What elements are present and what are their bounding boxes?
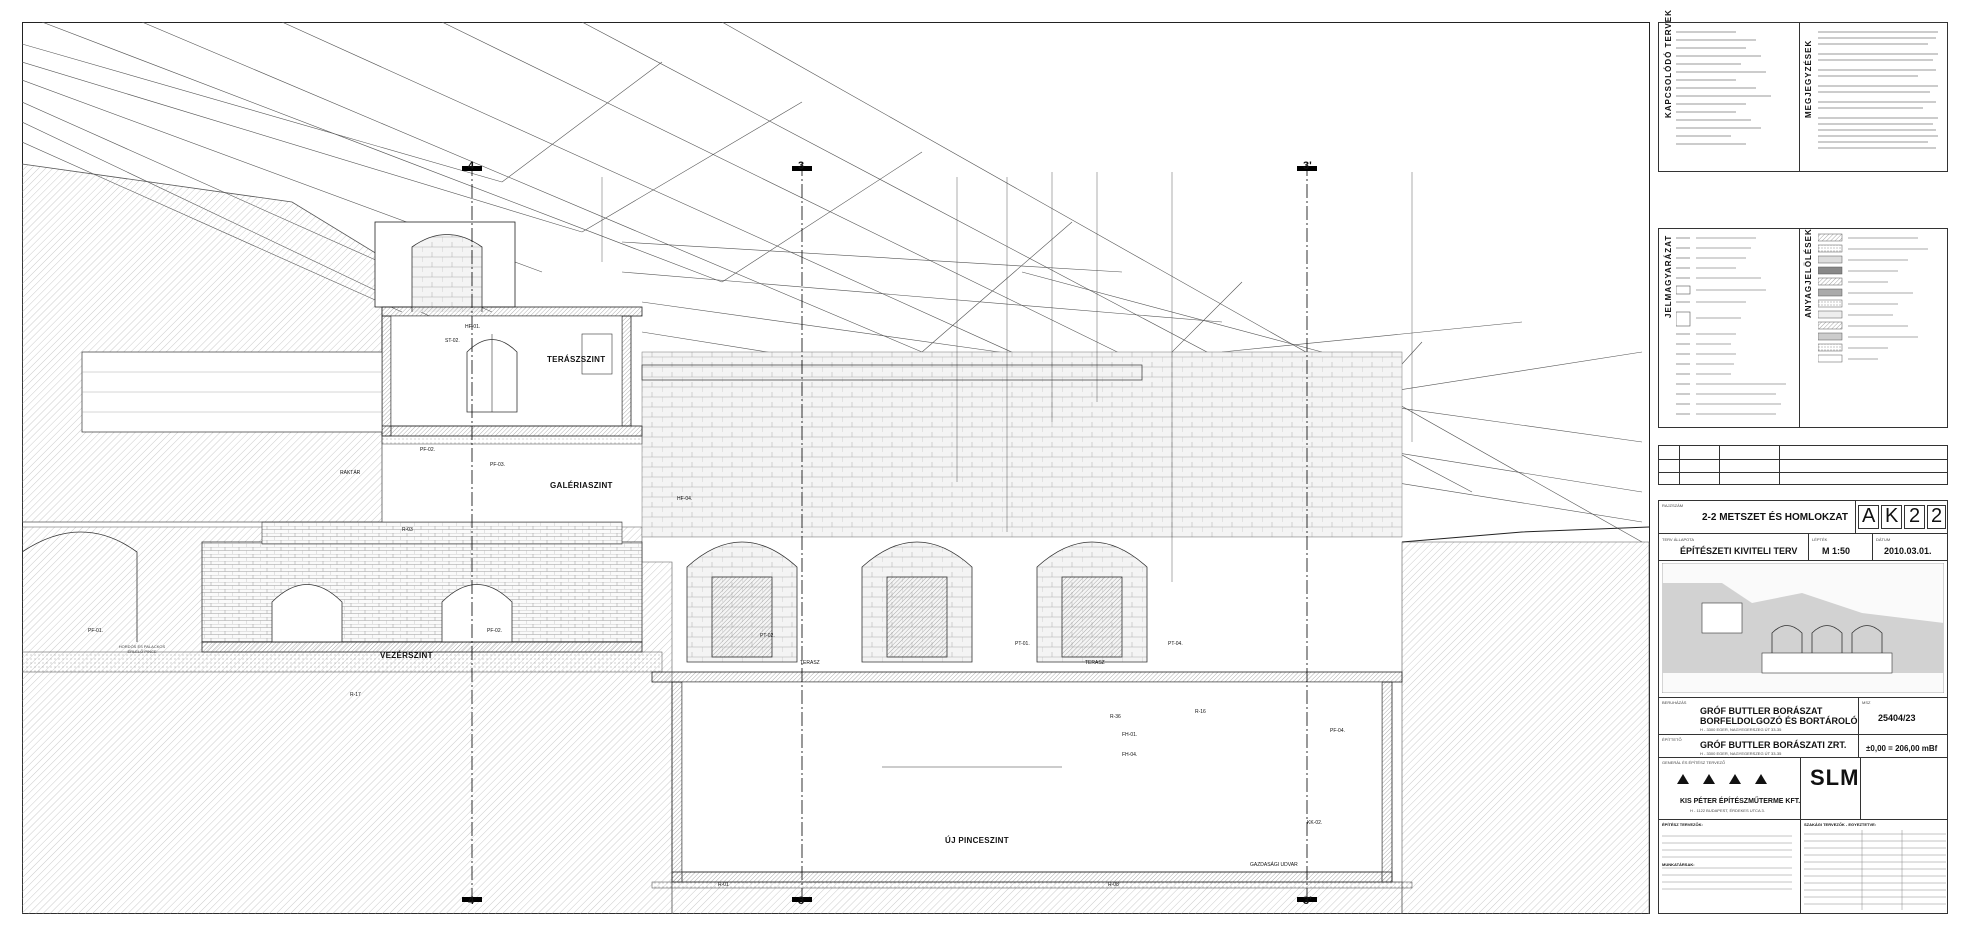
tag-pf04: PF-04. — [1330, 728, 1346, 734]
tag-r36: R-36 — [1110, 714, 1121, 720]
client-address: H - 3300 EGER, NAGYEGERSZEG ÚT 33-35 — [1700, 751, 1782, 756]
code-cell-4 — [1927, 505, 1946, 529]
tag-r03: R-03 — [402, 527, 413, 533]
ground-line-right — [1401, 526, 1650, 543]
earth-left — [22, 163, 383, 523]
cellar-note: HORDÓS ÉS PALACKOS ÉRLELŐ PINCE — [118, 644, 166, 654]
logo-slm: SLM — [1810, 765, 1860, 790]
tag-pf02a: PF-02. — [420, 447, 436, 453]
tag-r01: R-01 — [718, 882, 729, 888]
legend-symbols — [1676, 237, 1786, 415]
client-label: ÉPÍTTETŐ — [1662, 737, 1682, 742]
title-block — [1658, 500, 1948, 914]
tag-r16: R-16 — [1195, 709, 1206, 715]
level-new-cellar-label: ÚJ PINCESZINT — [945, 836, 1009, 845]
notes-title: MEGJEGYZÉSEK — [1804, 39, 1813, 118]
new-cellar — [651, 671, 1413, 889]
client-name: GRÓF BUTTLER BORÁSZATI ZRT. — [1700, 740, 1847, 750]
tag-pt01: PT-01. — [1015, 641, 1030, 647]
level-gallery-label: GALÉRIASZINT — [550, 481, 613, 490]
drawing-label: RAJZSZÁM — [1662, 503, 1684, 508]
code-cell-2 — [1881, 505, 1902, 529]
upper-building — [374, 221, 643, 445]
level-terrace-label: TERÁSZSZINT — [547, 355, 606, 364]
tag-hf04: HF-04. — [677, 496, 693, 502]
project-number: 25404/23 — [1878, 713, 1916, 723]
project-name-1: GRÓF BUTTLER BORÁSZAT — [1700, 706, 1823, 716]
revision-table — [1658, 445, 1948, 485]
facade-band — [641, 364, 1143, 381]
date-label: DÁTUM — [1876, 537, 1891, 542]
project-address: H - 3300 EGER, NAGYEGERSZEG ÚT 33-35 — [1700, 727, 1782, 732]
tag-st02: ST-02. — [445, 338, 460, 344]
storage-label: RAKTÁR — [340, 470, 361, 476]
axis-3-top: 3 — [798, 160, 805, 172]
code-cell-1 — [1858, 505, 1879, 529]
section-drawing — [22, 22, 1650, 914]
project-name-2: BORFELDOLGOZÓ ÉS BORTÁROLÓ — [1700, 716, 1858, 726]
drawing-title: 2-2 METSZET ÉS HOMLOKZAT — [1702, 512, 1848, 523]
arched-windows — [686, 541, 1148, 663]
tag-pf03: PF-03. — [490, 462, 506, 468]
tag-pf01: PF-01. — [88, 628, 104, 634]
materials-title: ANYAGJELÖLÉSEK — [1804, 228, 1813, 318]
staff-label: MUNKATÁRSAK: — [1662, 862, 1695, 867]
designer-label: GENERÁL ÉS ÉPÍTÉSZ TERVEZŐ — [1662, 760, 1726, 765]
earth-right-lower — [1401, 541, 1650, 914]
sheet-code-4: 2 — [1931, 505, 1943, 527]
phase-label: TERV ÁLLAPOTA — [1662, 537, 1695, 542]
scale-value: M 1:50 — [1822, 546, 1851, 556]
related-plans-title: KAPCSOLÓDÓ TERVEK — [1664, 9, 1673, 118]
sheet-code-2: K — [1885, 505, 1899, 527]
tag-pt04: PT-04. — [1168, 641, 1183, 647]
tag-pt02: PT-02. — [760, 633, 775, 639]
notes-text — [1818, 31, 1938, 149]
stone-facade — [641, 351, 1403, 538]
plan-phase: ÉPÍTÉSZETI KIVITELI TERV — [1680, 546, 1798, 556]
general-designer-address: H - 1122 BUDAPEST, ÉRDEKES UTCA 3. — [1690, 808, 1765, 813]
sheet-code-3: 2 — [1909, 505, 1921, 527]
project-label: BERUHÁZÁS — [1662, 700, 1687, 705]
axis-4-bottom: 4 — [468, 895, 475, 907]
tag-fh04: FH-04. — [1122, 752, 1138, 758]
project-number-label: MSZ — [1862, 700, 1871, 705]
material-swatches — [1818, 233, 1928, 363]
tag-hf01: HF-01. — [465, 324, 481, 330]
tag-kk02: KK-02. — [1307, 820, 1323, 826]
tag-r08: R-08 — [1108, 882, 1119, 888]
tag-r17: R-17 — [350, 692, 361, 698]
code-cell-3 — [1904, 505, 1925, 529]
related-plans-text — [1676, 31, 1771, 145]
datum-level: ±0,00 = 206,00 mBf — [1866, 744, 1938, 753]
specialists-label: SZAKÁGI TERVEZŐK - EGYEZTETVE: — [1804, 822, 1877, 827]
general-designer: KIS PÉTER ÉPÍTÉSZMŰTERME KFT. — [1680, 798, 1801, 805]
date-value: 2010.03.01. — [1884, 546, 1932, 556]
axis-lines — [471, 162, 1308, 902]
annotation-leaders — [601, 172, 1413, 582]
tag-pf02b: PF-02. — [487, 628, 503, 634]
level-crossing-label: VEZÉRSZINT — [380, 651, 433, 660]
sheet-code-1: A — [1862, 505, 1876, 527]
architects-label: ÉPÍTÉSZ TERVEZŐK: — [1662, 822, 1703, 827]
axis-4-top: 4 — [468, 160, 475, 172]
yard-label: GAZDASÁGI UDVAR — [1250, 862, 1298, 868]
legend-panel — [1658, 228, 1948, 428]
staff-table — [1662, 830, 1946, 910]
axis-3p-bottom: 3' — [1303, 895, 1312, 907]
legend-title: JELMAGYARÁZAT — [1664, 234, 1673, 318]
designer-logos — [1677, 774, 1767, 784]
axis-3-bottom: 3 — [798, 895, 805, 907]
scale-label: LÉPTÉK — [1812, 537, 1828, 542]
notes-panel — [1658, 22, 1948, 172]
terasz-label: TERASZ — [800, 660, 820, 666]
axis-markers — [462, 166, 1317, 902]
tag-fh01: FH-01. — [1122, 732, 1138, 738]
axis-3p-top: 3' — [1303, 160, 1312, 172]
terasz-label-2: TERASZ — [1085, 660, 1105, 666]
section-thumbnail — [1662, 563, 1944, 693]
crossing-level-arcade — [22, 521, 663, 673]
